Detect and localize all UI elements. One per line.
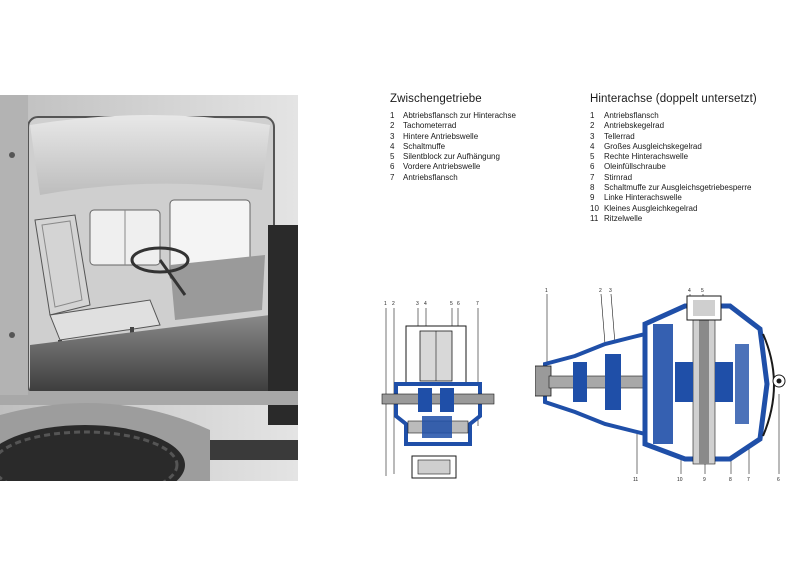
callout-11: 11 <box>633 477 638 483</box>
callout-1: 1 <box>545 288 548 294</box>
zwischengetriebe-heading: Zwischengetriebe <box>390 93 482 105</box>
hinterachse-heading: Hinterachse (doppelt untersetzt) <box>590 93 757 105</box>
list-item: 6 Vordere Antriebswelle <box>390 162 580 172</box>
item-number: 1 <box>390 111 395 120</box>
item-label: Silentblock zur Aufhängung <box>403 152 500 162</box>
callout-10: 10 <box>677 477 683 483</box>
callout-5: 5 <box>701 288 704 294</box>
item-label: Hintere Antriebswelle <box>403 131 479 141</box>
item-label: Ritzelwelle <box>604 213 643 223</box>
cab-photo-illustration <box>0 95 298 481</box>
item-label: Antriebsflansch <box>403 172 458 182</box>
item-number: 11 <box>590 213 599 223</box>
list-item: 6 Oleinfüllschraube <box>590 162 795 172</box>
item-label: Tachometerrad <box>403 121 457 131</box>
callout-6: 6 <box>457 301 460 307</box>
zwischengetriebe-diagram: 1 2 3 4 5 6 7 <box>378 296 498 486</box>
callout-4: 4 <box>424 301 427 307</box>
list-item: 10 Kleines Ausgleichkegelrad <box>590 204 795 214</box>
item-number: 2 <box>390 121 395 131</box>
item-label: Schaltmuffe <box>403 141 446 151</box>
item-number: 7 <box>590 172 595 182</box>
callout-3: 3 <box>609 288 612 294</box>
item-label: Großes Ausgleichskegelrad <box>604 141 702 151</box>
item-label: Stirnrad <box>604 172 633 182</box>
transfer-case-cross-section: 1 2 3 4 5 6 7 <box>381 301 495 479</box>
item-number: 6 <box>390 162 395 172</box>
hinterachse-diagram: 1 2 3 4 5 11 10 9 8 7 6 <box>534 284 790 486</box>
callout-7: 7 <box>747 477 750 483</box>
item-label: Antriebsflansch <box>604 111 659 120</box>
item-number: 5 <box>590 152 595 162</box>
list-item: 3 Tellerrad <box>590 132 795 142</box>
item-number: 4 <box>390 141 395 151</box>
item-label: Vordere Antriebswelle <box>403 162 481 172</box>
list-item: 1 Antriebsflansch <box>590 111 795 121</box>
item-label: Rechte Hinterachswelle <box>604 152 689 162</box>
list-item: 4 Schaltmuffe <box>390 142 580 152</box>
list-item: 2 Tachometerrad <box>390 121 580 131</box>
item-number: 3 <box>590 131 595 141</box>
callout-3: 3 <box>416 301 419 307</box>
rear-axle-cross-section: 1 2 3 4 5 11 10 9 8 7 6 <box>534 288 786 483</box>
list-item: 3 Hintere Antriebswelle <box>390 132 580 142</box>
item-label: Oleinfüllschraube <box>604 162 666 172</box>
callout-4: 4 <box>688 288 691 294</box>
item-number: 6 <box>590 162 595 172</box>
item-number: 7 <box>390 172 395 182</box>
item-label: Abtriebsflansch zur Hinterachse <box>403 111 516 120</box>
callout-2: 2 <box>599 288 602 294</box>
hinterachse-parts-list: 1 Antriebsflansch 2 Antriebskegelrad 3 Tell… <box>590 111 795 224</box>
item-number: 1 <box>590 111 595 120</box>
list-item: 4 Großes Ausgleichskegelrad <box>590 142 795 152</box>
callout-7: 7 <box>476 301 479 307</box>
callout-6: 6 <box>777 477 780 483</box>
item-number: 9 <box>590 193 595 203</box>
item-number: 2 <box>590 121 595 131</box>
list-item: 7 Antriebsflansch <box>390 173 580 183</box>
item-number: 3 <box>390 131 395 141</box>
item-label: Tellerrad <box>604 131 635 141</box>
item-number: 5 <box>390 152 395 162</box>
item-label: Linke Hinterachswelle <box>604 193 682 203</box>
list-item: 11 Ritzelwelle <box>590 214 795 224</box>
list-item: 8 Schaltmuffe zur Ausgleichsgetriebesperr… <box>590 183 795 193</box>
item-label: Schaltmuffe zur Ausgleichsgetriebesperre <box>604 183 752 193</box>
cab-interior-photo <box>0 95 298 481</box>
callout-9: 9 <box>703 477 706 483</box>
item-number: 4 <box>590 141 595 151</box>
item-label: Antriebskegelrad <box>604 121 665 131</box>
callout-5: 5 <box>450 301 453 307</box>
list-item: 2 Antriebskegelrad <box>590 121 795 131</box>
item-label: Kleines Ausgleichkegelrad <box>604 203 698 213</box>
list-item: 9 Linke Hinterachswelle <box>590 193 795 203</box>
list-item: 5 Rechte Hinterachswelle <box>590 152 795 162</box>
zwischengetriebe-section: Zwischengetriebe 1 Abtriebsflansch zur Hi… <box>390 93 580 183</box>
list-item: 1 Abtriebsflansch zur Hinterachse <box>390 111 580 121</box>
callout-2: 2 <box>392 301 395 307</box>
list-item: 7 Stirnrad <box>590 173 795 183</box>
zwischengetriebe-parts-list: 1 Abtriebsflansch zur Hinterachse 2 Tachom… <box>390 111 580 183</box>
item-number: 10 <box>590 203 599 213</box>
list-item: 5 Silentblock zur Aufhängung <box>390 152 580 162</box>
callout-8: 8 <box>729 477 732 483</box>
callout-1: 1 <box>384 301 387 307</box>
item-number: 8 <box>590 183 595 193</box>
